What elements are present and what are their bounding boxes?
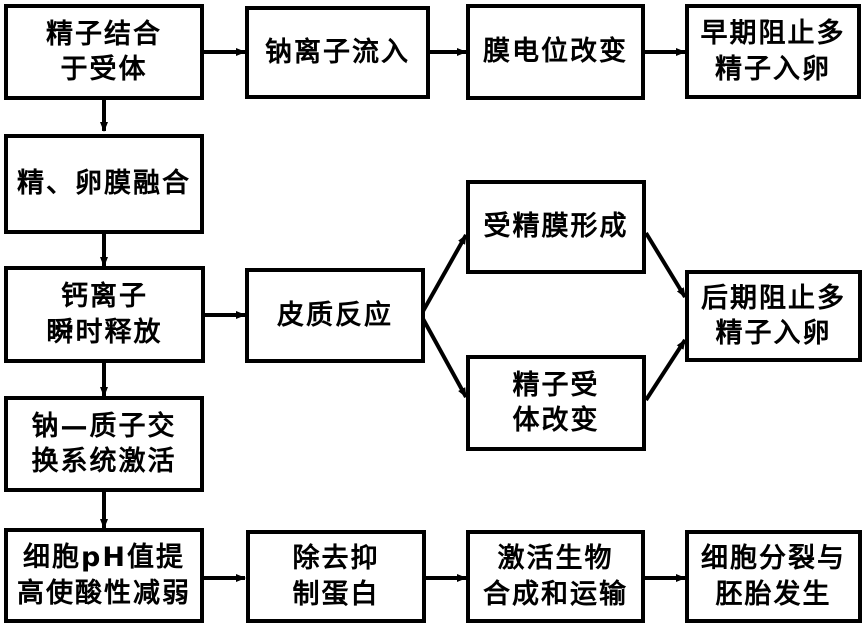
node-text: 钙离子 bbox=[61, 281, 148, 313]
node-fertilization-membrane: 受精膜形成 bbox=[466, 180, 646, 274]
node-text: 钠离子流入 bbox=[265, 36, 410, 68]
node-text: 激活生物 bbox=[497, 543, 614, 575]
node-text: 换系统激活 bbox=[31, 446, 177, 477]
node-ph-raise: 细胞pH值提 高使酸性减弱 bbox=[4, 528, 204, 623]
node-cell-division: 细胞分裂与 胚胎发生 bbox=[685, 530, 862, 623]
node-text: 除去抑 bbox=[292, 543, 380, 575]
node-cortical-reaction: 皮质反应 bbox=[245, 268, 425, 363]
node-text: 早期阻止多 bbox=[700, 18, 846, 50]
node-text: 膜电位改变 bbox=[483, 36, 628, 68]
node-text: 瞬时释放 bbox=[46, 316, 163, 348]
node-text: 精子结合 bbox=[46, 18, 162, 50]
node-early-block: 早期阻止多 精子入卵 bbox=[685, 4, 861, 99]
arrow-membrane-to-late-block bbox=[644, 231, 687, 299]
node-text: 制蛋白 bbox=[292, 578, 380, 610]
node-text: 细胞pH值提 bbox=[23, 542, 185, 574]
node-remove-inhibitor: 除去抑 制蛋白 bbox=[246, 530, 426, 623]
arrow-receptor-to-late-block bbox=[644, 338, 687, 402]
node-membrane-fusion: 精、卵膜融合 bbox=[4, 134, 204, 234]
node-text: 细胞分裂与 bbox=[701, 543, 846, 575]
node-text: 精子受 bbox=[512, 369, 600, 401]
node-text: 精、卵膜融合 bbox=[17, 168, 191, 200]
node-text: 合成和运输 bbox=[483, 578, 628, 610]
node-activate-synthesis: 激活生物 合成和运输 bbox=[466, 530, 645, 623]
node-text: 胚胎发生 bbox=[715, 578, 832, 610]
node-membrane-potential: 膜电位改变 bbox=[466, 4, 645, 100]
node-text: 体改变 bbox=[512, 405, 600, 436]
node-text: 精子入卵 bbox=[715, 318, 832, 349]
node-text: 皮质反应 bbox=[277, 299, 393, 331]
node-text: 后期阻止多 bbox=[701, 282, 846, 314]
node-text: 受精膜形成 bbox=[483, 211, 629, 243]
node-late-block: 后期阻止多 精子入卵 bbox=[685, 270, 862, 362]
node-sperm-binding: 精子结合 于受体 bbox=[4, 4, 204, 100]
node-na-h-exchange: 钠—质子交 换系统激活 bbox=[4, 396, 204, 492]
node-receptor-change: 精子受 体改变 bbox=[466, 355, 646, 451]
node-text: 高使酸性减弱 bbox=[17, 577, 191, 609]
node-sodium-influx: 钠离子流入 bbox=[245, 6, 430, 99]
node-calcium-release: 钙离子 瞬时释放 bbox=[4, 266, 205, 363]
node-text: 钠—质子交 bbox=[31, 410, 177, 442]
arrow-cortical-to-receptor bbox=[420, 316, 468, 398]
arrow-cortical-to-membrane bbox=[420, 234, 468, 314]
node-text: 于受体 bbox=[60, 54, 148, 85]
node-text: 精子入卵 bbox=[715, 53, 831, 85]
